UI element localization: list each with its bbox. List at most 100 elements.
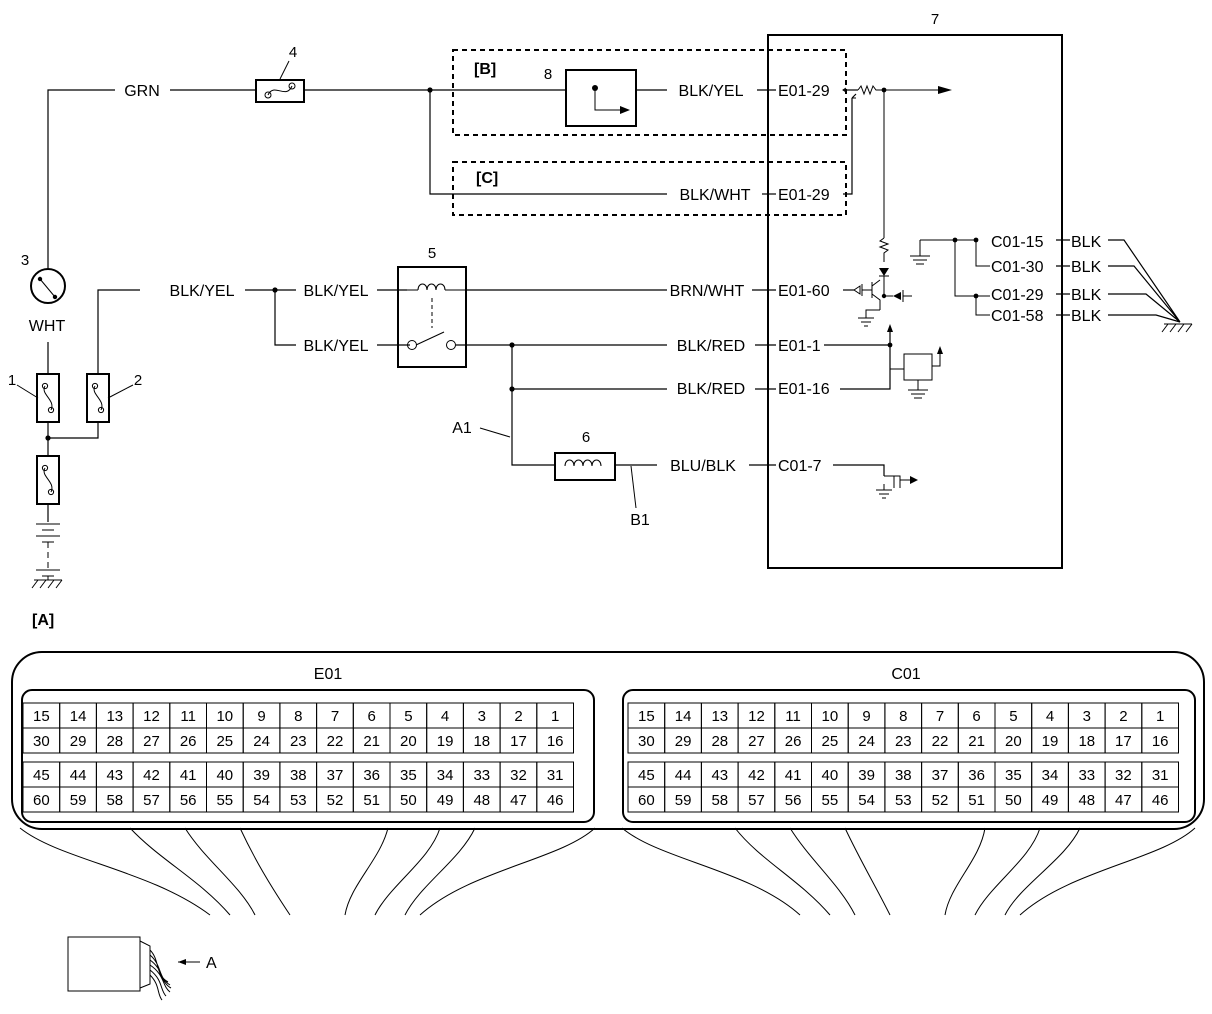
terminal-c01-58: C01-58 [991, 308, 1044, 325]
schematic: 7 GRN 4 [B] 8 BLK/YEL E01-29 [8, 11, 1193, 629]
pin-number: 47 [510, 792, 527, 809]
pin-number: 8 [294, 708, 302, 725]
pin-number: 42 [748, 767, 765, 784]
pin-number: 45 [638, 767, 655, 784]
pin-number: 55 [822, 792, 839, 809]
pin-number: 54 [253, 792, 270, 809]
pin-number: 49 [437, 792, 454, 809]
pin-number: 43 [711, 767, 728, 784]
pin-number: 37 [932, 767, 949, 784]
pin-number: 27 [143, 733, 160, 750]
pin-number: 49 [1042, 792, 1059, 809]
pin-number: 59 [70, 792, 87, 809]
pin-number: 60 [33, 792, 50, 809]
pin-number: 4 [1046, 708, 1054, 725]
terminal-c01-7: C01-7 [778, 458, 822, 475]
pin-number: 24 [253, 733, 270, 750]
callout-8: 8 [544, 66, 552, 83]
wire-label-blk-yel-1: BLK/YEL [170, 283, 235, 300]
wire-label-blk-wht: BLK/WHT [679, 187, 750, 204]
terminal-c01-15: C01-15 [991, 234, 1044, 251]
branch-wire-c [429, 90, 667, 195]
pin-number: 58 [711, 792, 728, 809]
pin-number: 56 [180, 792, 197, 809]
pin-number: 9 [862, 708, 870, 725]
pin-number: 33 [1078, 767, 1095, 784]
wire-label-blk-yel-2: BLK/YEL [304, 283, 369, 300]
pin-cell [536, 727, 574, 754]
pin-number: 42 [143, 767, 160, 784]
battery-symbol [31, 523, 63, 589]
callout-a: A [206, 955, 217, 972]
pin-number: 12 [748, 708, 765, 725]
pin-number: 15 [33, 708, 50, 725]
pin-number: 7 [936, 708, 944, 725]
pin-number: 20 [400, 733, 417, 750]
pin-number: 30 [638, 733, 655, 750]
component-8 [565, 69, 637, 127]
pin-number: 25 [822, 733, 839, 750]
callout-7: 7 [931, 11, 939, 28]
pin-number: 8 [899, 708, 907, 725]
pin-number: 43 [106, 767, 123, 784]
pin-number: 50 [1005, 792, 1022, 809]
connector-body [622, 689, 1196, 823]
terminal-e01-16: E01-16 [778, 381, 830, 398]
terminal-e01-1: E01-1 [778, 338, 821, 355]
pin-number: 4 [441, 708, 449, 725]
pin-number: 32 [1115, 767, 1132, 784]
pin-number: 41 [785, 767, 802, 784]
pin-number: 36 [968, 767, 985, 784]
pin-number: 5 [404, 708, 412, 725]
pin-number: 56 [785, 792, 802, 809]
pin-number: 28 [106, 733, 123, 750]
connector-sketch: A [67, 936, 217, 1001]
pin-number: 11 [785, 708, 801, 725]
callout-5: 5 [428, 245, 436, 262]
pin-number: 32 [510, 767, 527, 784]
callout-2: 2 [134, 372, 142, 389]
harness-wires [19, 827, 1196, 916]
wire-label-blk-yel-3: BLK/YEL [304, 338, 369, 355]
pin-number: 12 [143, 708, 160, 725]
terminal-c01-30: C01-30 [991, 259, 1044, 276]
pin-number: 30 [33, 733, 50, 750]
pin-number: 53 [895, 792, 912, 809]
pin-number: 21 [363, 733, 380, 750]
pin-number: 29 [675, 733, 692, 750]
ecm-box [767, 34, 1063, 569]
pin-number: 10 [216, 708, 233, 725]
pin-number: 13 [106, 708, 123, 725]
wire-label-blk-4: BLK [1071, 308, 1102, 325]
connector-c01-title: C01 [891, 666, 920, 683]
pin-number: 54 [858, 792, 875, 809]
fuse-4 [255, 79, 305, 103]
pin-number: 35 [400, 767, 417, 784]
pin-number: 2 [1119, 708, 1127, 725]
pin-number: 41 [180, 767, 197, 784]
pin-number: 2 [514, 708, 522, 725]
pin-number: 38 [290, 767, 307, 784]
pin-number: 19 [437, 733, 454, 750]
pin-number: 28 [711, 733, 728, 750]
section-b-label: [B] [474, 61, 496, 78]
pin-number: 39 [253, 767, 270, 784]
pin-number: 17 [510, 733, 527, 750]
terminal-e01-29-c: E01-29 [778, 187, 830, 204]
pin-number: 55 [216, 792, 233, 809]
connector-e01-title: E01 [314, 666, 343, 683]
pin-number: 7 [331, 708, 339, 725]
pin-number: 53 [290, 792, 307, 809]
pin-number: 31 [547, 767, 564, 784]
pin-number: 22 [327, 733, 344, 750]
pin-number: 52 [932, 792, 949, 809]
pin-number: 6 [972, 708, 980, 725]
pin-number: 39 [858, 767, 875, 784]
pin-number: 36 [363, 767, 380, 784]
pin-number: 13 [711, 708, 728, 725]
pin-number: 51 [363, 792, 380, 809]
connector-body [21, 689, 595, 823]
grn-wire [47, 89, 115, 268]
pin-number: 40 [822, 767, 839, 784]
